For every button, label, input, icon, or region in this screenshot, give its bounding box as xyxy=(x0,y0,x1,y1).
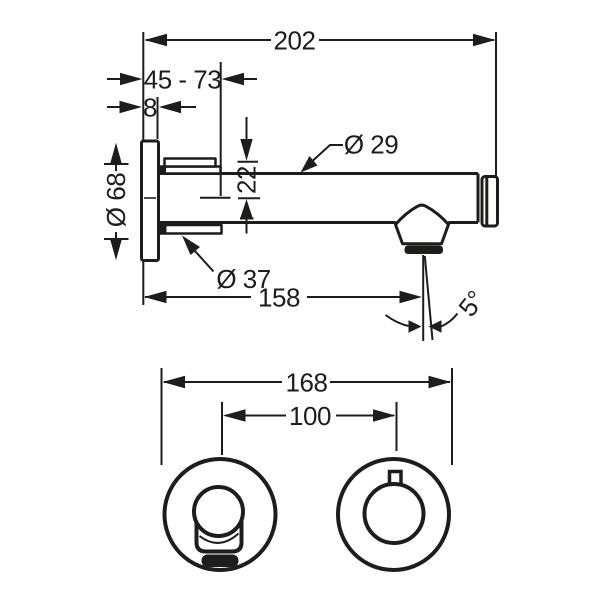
callout-37: Ø 37 xyxy=(182,235,271,294)
dim-202-label: 202 xyxy=(274,26,316,56)
leader-arrowhead xyxy=(300,156,318,173)
arrowhead-down xyxy=(109,238,123,261)
arrowhead-left xyxy=(144,33,167,47)
sleeve xyxy=(157,223,223,235)
arrowhead-right xyxy=(373,409,396,422)
arrowhead-left xyxy=(162,375,185,389)
spout-side-view xyxy=(140,139,499,262)
arrowhead-left xyxy=(428,320,442,333)
arrowhead-right xyxy=(158,100,181,114)
spout-escutcheon xyxy=(162,457,278,572)
arrowhead-right xyxy=(428,375,451,389)
dimension-158: 158 xyxy=(144,283,422,313)
dim-158-label: 158 xyxy=(258,283,300,313)
wall-plate xyxy=(140,139,160,262)
arrowhead-down xyxy=(240,139,253,161)
dimension-22: 22 xyxy=(232,117,262,234)
aerator-front xyxy=(201,554,239,567)
arrowhead-left xyxy=(144,290,167,304)
dim-168-label: 168 xyxy=(286,368,328,398)
dimension-100: 100 xyxy=(223,401,396,431)
dim-22-label: 22 xyxy=(232,166,262,194)
arrowhead-right xyxy=(221,72,244,86)
extension-lines-front xyxy=(160,368,453,465)
spout-end-cap xyxy=(480,175,499,228)
dimension-202: 202 xyxy=(144,26,496,56)
mounting-collar xyxy=(158,157,222,175)
dimension-8: 8 xyxy=(107,93,196,123)
spout-front-view xyxy=(162,457,278,572)
dimension-168: 168 xyxy=(162,368,451,398)
dim-68-label: Ø 68 xyxy=(101,173,131,227)
aerator-outlet xyxy=(404,245,443,254)
arrowhead-right xyxy=(399,290,422,304)
arrowhead-right xyxy=(408,320,422,333)
dim-45-73-label: 45 - 73 xyxy=(144,65,221,95)
dim-8-label: 8 xyxy=(143,93,157,123)
dimension-68: Ø 68 xyxy=(101,142,131,261)
arrowhead-left xyxy=(120,72,143,86)
dimension-45-73: 45 - 73 xyxy=(107,65,257,95)
dim-37-label: Ø 37 xyxy=(216,264,270,294)
arrowhead-up xyxy=(109,142,123,165)
leader-arrowhead xyxy=(182,235,200,255)
arrowhead-left xyxy=(223,409,246,422)
extension-lines-side xyxy=(142,32,497,305)
spout-tube-front xyxy=(192,485,245,538)
handle-front-view xyxy=(336,457,451,572)
handle-escutcheon xyxy=(336,457,451,572)
aerator-housing xyxy=(394,203,450,254)
dim-29-label: Ø 29 xyxy=(344,130,398,160)
arrowhead-left xyxy=(119,100,142,114)
dim-100-label: 100 xyxy=(289,401,331,431)
arrowhead-up xyxy=(240,199,253,218)
arrowhead-right xyxy=(473,33,496,47)
callout-29: Ø 29 xyxy=(300,130,399,173)
handle-knob xyxy=(362,482,426,545)
dim-5deg-label: 5° xyxy=(452,285,490,322)
